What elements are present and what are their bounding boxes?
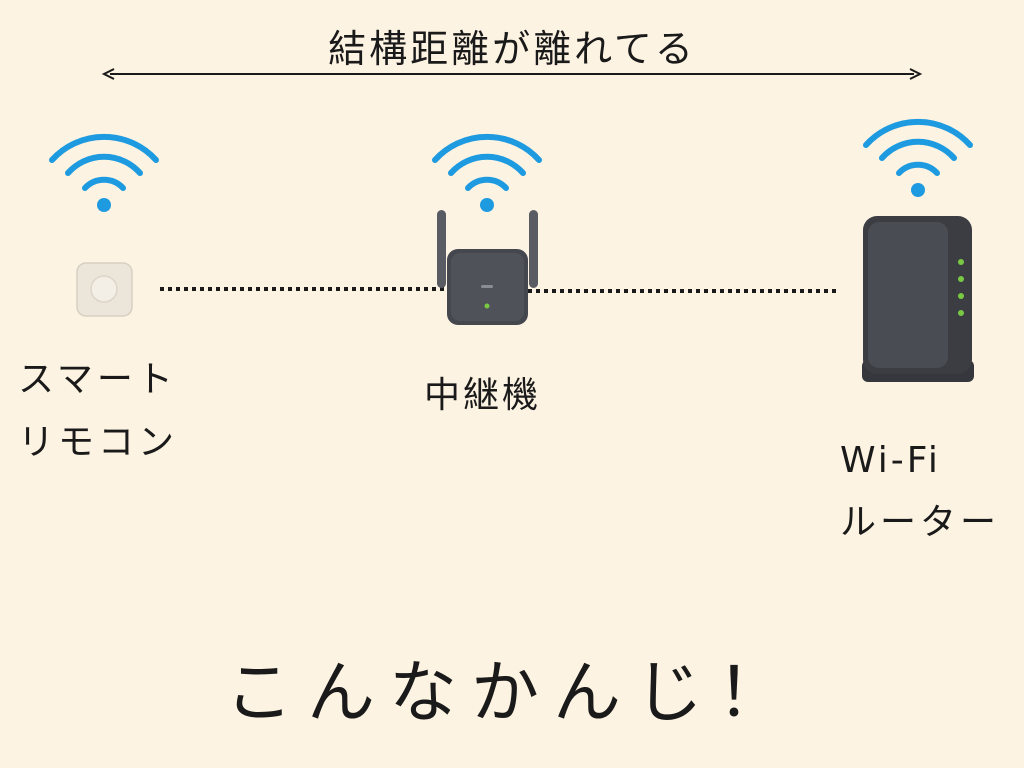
wifi-signal-icon bbox=[432, 133, 542, 212]
wifi-signal-icon bbox=[863, 118, 973, 197]
router-label-line2: ルーター bbox=[840, 502, 1001, 543]
distance-arrow bbox=[101, 68, 923, 80]
router-label-line1: Wi-Fi bbox=[840, 440, 941, 481]
smart-remote-icon bbox=[76, 262, 133, 317]
wifi-signal-icon bbox=[49, 133, 159, 212]
remote-label-line2: リモコン bbox=[18, 422, 179, 463]
distance-label: 結構距離が離れてる bbox=[328, 27, 696, 71]
wifi-router-icon bbox=[862, 216, 974, 382]
wifi-repeater-icon bbox=[437, 210, 538, 325]
repeater-label: 中継機 bbox=[424, 375, 542, 416]
caption: こんなかんじ！ bbox=[224, 654, 799, 733]
remote-label-line1: スマート bbox=[18, 359, 177, 400]
